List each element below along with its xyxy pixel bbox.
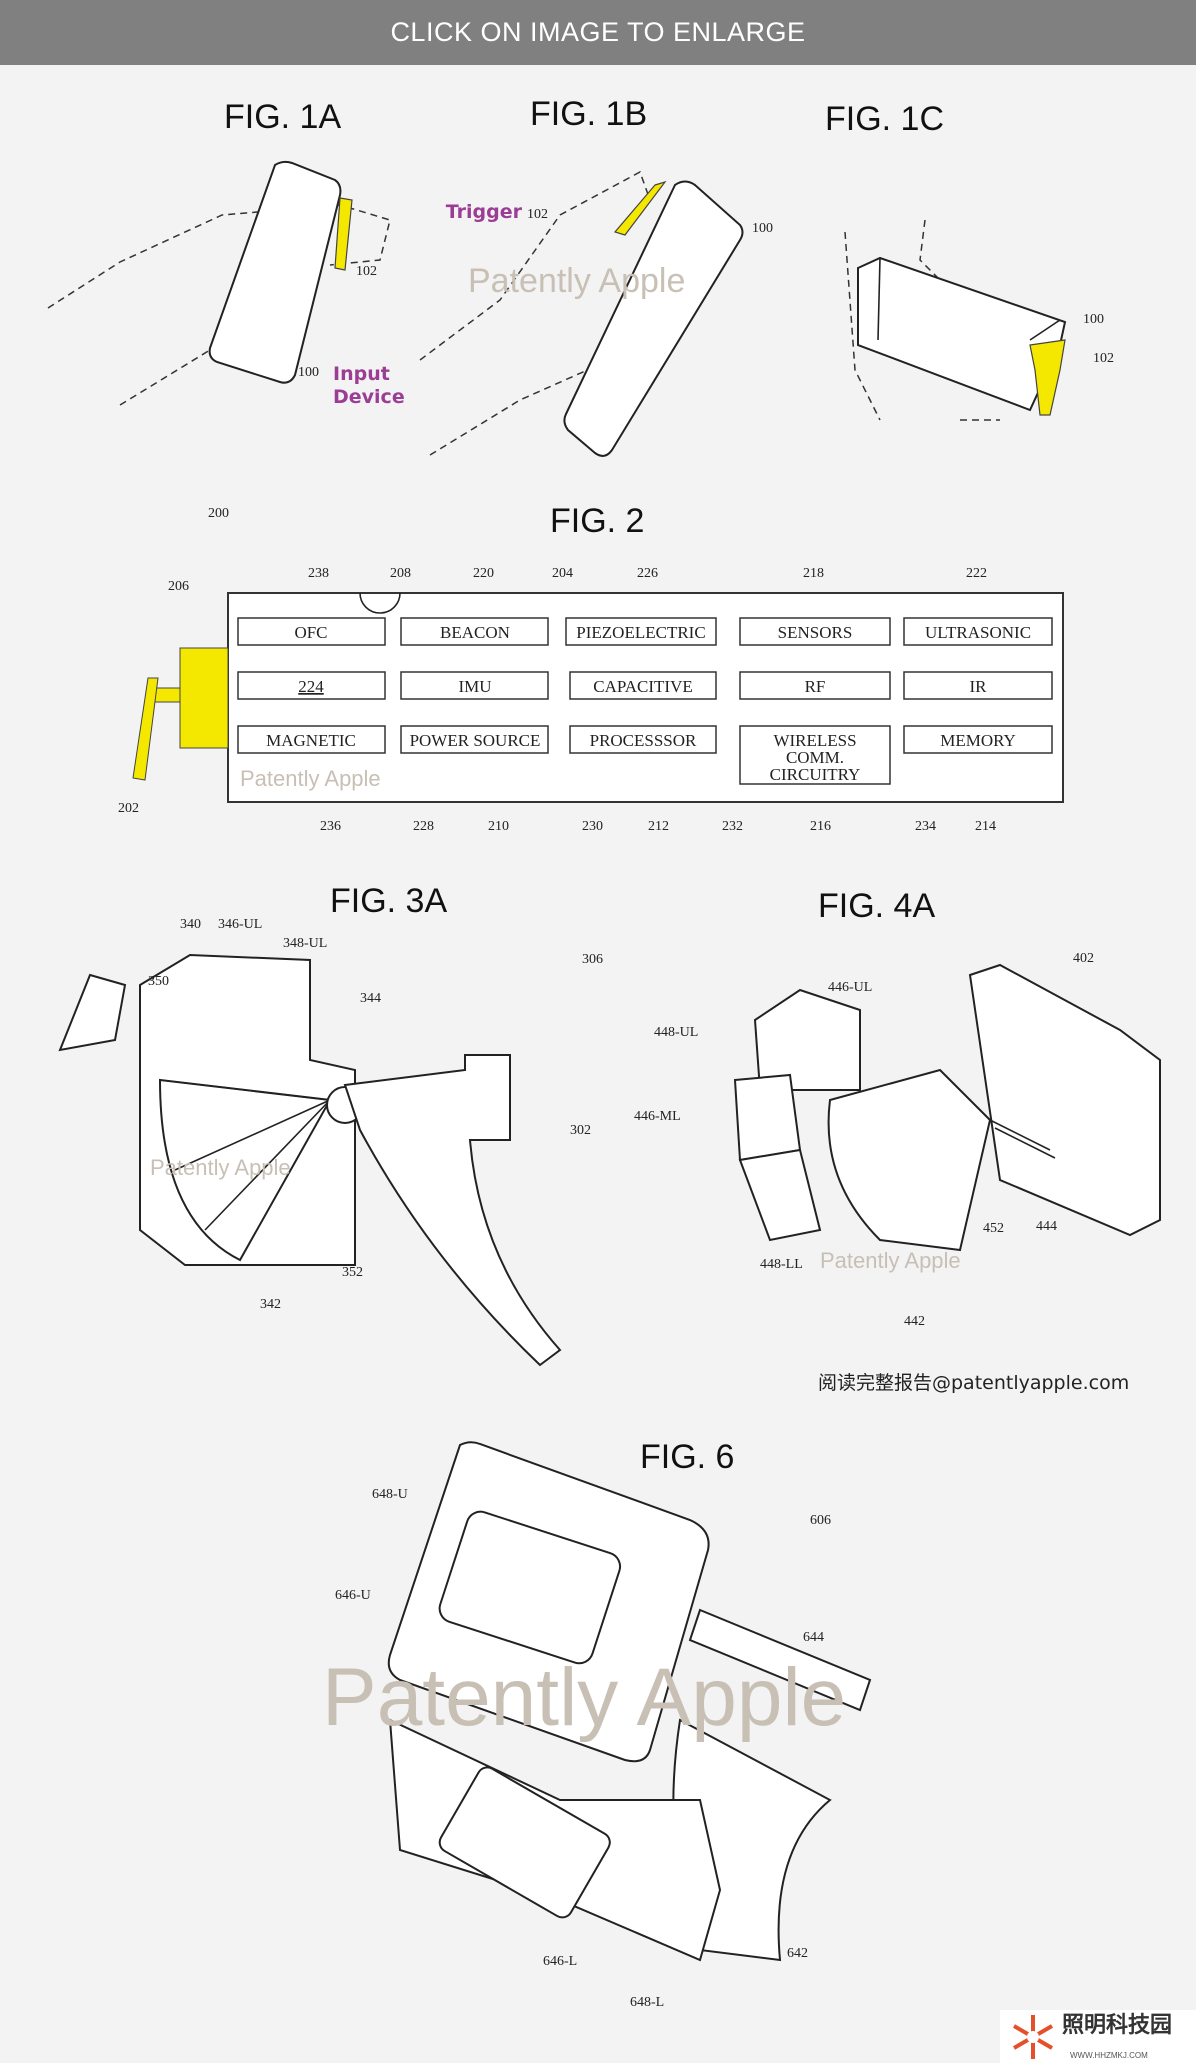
svg-text:212: 212 xyxy=(648,819,669,834)
fig-6: FIG. 6 Patently Apple 648-U 606 646-U 64… xyxy=(322,1438,872,2010)
logo-name: 照明科技园 xyxy=(1062,2013,1173,2038)
svg-text:238: 238 xyxy=(308,566,329,581)
sunburst-logo-icon xyxy=(1012,2015,1054,2059)
svg-text:230: 230 xyxy=(582,819,603,834)
fig-3a: FIG. 3A 340 346-UL 348-UL 350 344 306 30… xyxy=(58,882,603,1367)
svg-text:352: 352 xyxy=(342,1265,363,1280)
fig-6-title: FIG. 6 xyxy=(640,1438,734,1476)
enlarge-image-banner[interactable]: CLICK ON IMAGE TO ENLARGE xyxy=(0,0,1196,65)
svg-text:228: 228 xyxy=(413,819,434,834)
svg-text:402: 402 xyxy=(1073,951,1094,966)
svg-text:WIRELESS: WIRELESS xyxy=(773,731,856,750)
svg-text:ULTRASONIC: ULTRASONIC xyxy=(925,623,1031,642)
svg-text:216: 216 xyxy=(810,819,831,834)
ref-100: 100 xyxy=(1083,312,1104,327)
fig-2-boxes xyxy=(237,617,1053,785)
svg-text:222: 222 xyxy=(966,566,987,581)
fig-2-title: FIG. 2 xyxy=(550,502,644,540)
ref-100: 100 xyxy=(752,221,773,236)
svg-text:MEMORY: MEMORY xyxy=(940,731,1016,750)
svg-text:202: 202 xyxy=(118,801,139,816)
svg-text:446-ML: 446-ML xyxy=(634,1109,681,1124)
watermark: Patently Apple xyxy=(820,1248,961,1273)
svg-text:644: 644 xyxy=(803,1630,824,1645)
svg-text:OFC: OFC xyxy=(294,623,327,642)
svg-text:606: 606 xyxy=(810,1513,831,1528)
svg-text:350: 350 xyxy=(148,974,169,989)
svg-text:302: 302 xyxy=(570,1123,591,1138)
ref-102: 102 xyxy=(1093,351,1114,366)
fig-2-box-labels: OFC BEACON PIEZOELECTRIC SENSORS ULTRASO… xyxy=(266,623,1031,784)
fig-1a: FIG. 1A 102 100 Input Device xyxy=(47,98,405,408)
ref-102: 102 xyxy=(356,264,377,279)
svg-text:452: 452 xyxy=(983,1221,1004,1236)
svg-text:232: 232 xyxy=(722,819,743,834)
svg-text:648-U: 648-U xyxy=(372,1487,408,1502)
fig-2-block-diagram: FIG. 2 200 206 238 208 220 204 226 218 2… xyxy=(118,502,1064,834)
fig-1a-title: FIG. 1A xyxy=(224,98,341,136)
fig-4a: FIG. 4A 446-UL 402 448-UL 446-ML 448-LL … xyxy=(634,887,1161,1329)
svg-text:218: 218 xyxy=(803,566,824,581)
annotation-input: Input xyxy=(333,363,390,385)
svg-text:446-UL: 446-UL xyxy=(828,980,872,995)
svg-text:344: 344 xyxy=(360,991,381,1006)
annotation-trigger: Trigger xyxy=(446,201,523,223)
svg-text:448-LL: 448-LL xyxy=(760,1257,803,1272)
watermark: Patently Apple xyxy=(150,1155,291,1180)
ref-100: 100 xyxy=(298,365,319,380)
svg-text:BEACON: BEACON xyxy=(440,623,510,642)
fig-4a-title: FIG. 4A xyxy=(818,887,935,925)
svg-text:348-UL: 348-UL xyxy=(283,936,327,951)
watermark: Patently Apple xyxy=(240,766,381,791)
banner-label: CLICK ON IMAGE TO ENLARGE xyxy=(390,17,806,47)
svg-text:CAPACITIVE: CAPACITIVE xyxy=(593,677,693,696)
svg-text:642: 642 xyxy=(787,1946,808,1961)
svg-text:448-UL: 448-UL xyxy=(654,1025,698,1040)
svg-text:340: 340 xyxy=(180,917,201,932)
fig-1c-title: FIG. 1C xyxy=(825,100,944,138)
svg-text:306: 306 xyxy=(582,952,603,967)
svg-text:204: 204 xyxy=(552,566,573,581)
svg-text:220: 220 xyxy=(473,566,494,581)
watermark: Patently Apple xyxy=(468,262,685,300)
svg-text:214: 214 xyxy=(975,819,996,834)
svg-text:COMM.: COMM. xyxy=(786,748,844,767)
fig-1b: FIG. 1B Trigger 102 100 Patently Apple xyxy=(419,95,773,457)
svg-text:CIRCUITRY: CIRCUITRY xyxy=(770,765,861,784)
svg-text:IR: IR xyxy=(970,677,988,696)
svg-text:IMU: IMU xyxy=(458,677,491,696)
svg-text:SENSORS: SENSORS xyxy=(778,623,853,642)
svg-text:646-L: 646-L xyxy=(543,1954,577,1969)
fig-2-top-refs: 200 206 238 208 220 204 226 218 222 xyxy=(168,506,987,594)
svg-text:444: 444 xyxy=(1036,1219,1057,1234)
fig-3a-title: FIG. 3A xyxy=(330,882,447,920)
svg-text:224: 224 xyxy=(298,677,324,696)
svg-text:POWER SOURCE: POWER SOURCE xyxy=(410,731,541,750)
logo-url: WWW.HHZMKJ.COM xyxy=(1070,2051,1148,2060)
fig-2-bottom-refs: 202 236 228 210 230 212 232 216 234 214 xyxy=(118,801,996,834)
svg-text:200: 200 xyxy=(208,506,229,521)
svg-text:RF: RF xyxy=(805,677,826,696)
fig-1b-title: FIG. 1B xyxy=(530,95,647,133)
svg-text:346-UL: 346-UL xyxy=(218,917,262,932)
svg-text:PIEZOELECTRIC: PIEZOELECTRIC xyxy=(576,623,705,642)
svg-text:210: 210 xyxy=(488,819,509,834)
watermark: Patently Apple xyxy=(322,1652,846,1743)
svg-text:442: 442 xyxy=(904,1314,925,1329)
svg-text:208: 208 xyxy=(390,566,411,581)
svg-text:342: 342 xyxy=(260,1297,281,1312)
site-logo[interactable]: 照明科技园 WWW.HHZMKJ.COM xyxy=(1000,2010,1196,2063)
fig-1c: FIG. 1C 100 102 xyxy=(825,100,1114,421)
svg-text:206: 206 xyxy=(168,579,189,594)
svg-text:226: 226 xyxy=(637,566,658,581)
svg-text:236: 236 xyxy=(320,819,341,834)
ref-102: 102 xyxy=(527,207,548,222)
svg-text:MAGNETIC: MAGNETIC xyxy=(266,731,356,750)
svg-text:648-L: 648-L xyxy=(630,1995,664,2010)
svg-text:646-U: 646-U xyxy=(335,1588,371,1603)
svg-text:PROCESSSOR: PROCESSSOR xyxy=(590,731,697,750)
svg-text:234: 234 xyxy=(915,819,936,834)
read-full-report-note: 阅读完整报告@patentlyapple.com xyxy=(818,1372,1130,1394)
annotation-device: Device xyxy=(333,386,405,408)
